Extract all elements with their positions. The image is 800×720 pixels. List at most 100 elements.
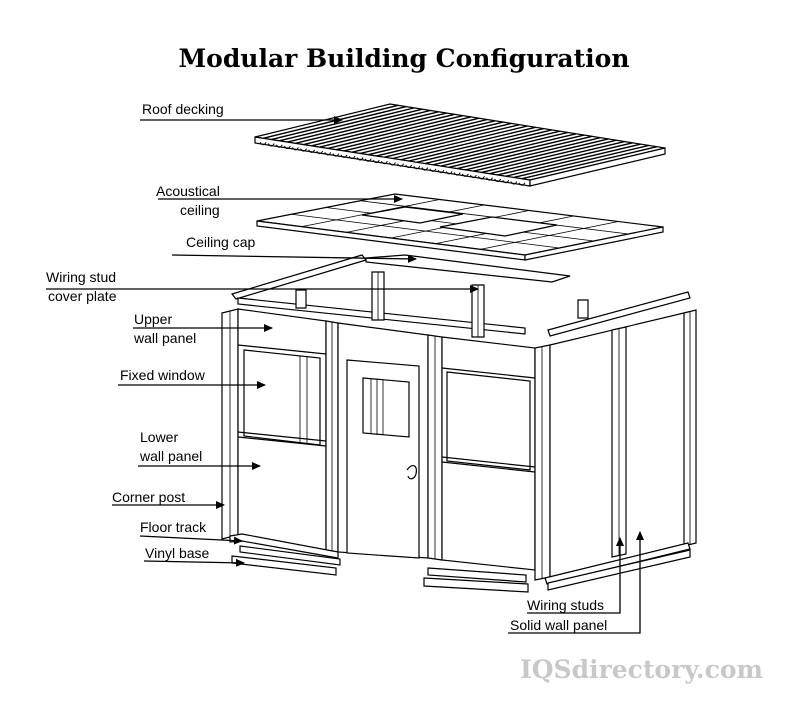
roof-rib-edge xyxy=(502,179,510,184)
front-post-left xyxy=(325,320,339,553)
roof-rib xyxy=(359,120,496,155)
roof-rib-edge xyxy=(292,147,299,151)
front-post-right xyxy=(427,334,443,561)
roof-rib xyxy=(295,109,431,145)
roof-rib xyxy=(448,134,585,169)
back-frame xyxy=(295,271,589,338)
corner-post xyxy=(221,308,239,540)
solid-wall-panel-pointer xyxy=(508,531,644,634)
vinyl-base xyxy=(231,549,691,593)
roof-rib xyxy=(432,131,569,166)
roof-rib xyxy=(424,130,561,165)
roof-rib xyxy=(416,129,552,163)
roof-rib-edge xyxy=(340,154,348,158)
roof-rib-edge xyxy=(380,160,388,165)
roof-rib xyxy=(497,142,633,176)
vinyl-base-pointer xyxy=(143,558,245,567)
roof-rib xyxy=(408,127,544,162)
roof-rib xyxy=(376,122,512,157)
ceiling-cap-pointer xyxy=(171,254,417,263)
floor-track xyxy=(229,533,691,585)
label-fixed-window: Fixed window xyxy=(120,367,206,383)
solid-wall-panel xyxy=(549,309,697,578)
roof-rib xyxy=(521,146,658,180)
roof-rib xyxy=(351,118,488,153)
roof-rib xyxy=(327,114,463,150)
labels: Roof decking Acoustical ceiling Ceiling … xyxy=(46,101,607,633)
roof-rib xyxy=(465,136,601,171)
roof-rib-edge xyxy=(397,163,405,167)
label-wiring-stud-cover-line1: Wiring stud xyxy=(46,269,116,285)
roof-rib xyxy=(368,121,504,156)
roof-rib-edge xyxy=(510,181,518,185)
diagram-title: Modular Building Configuration xyxy=(178,44,629,73)
roof-rib-edge xyxy=(332,153,340,157)
roof-rib xyxy=(440,133,577,167)
roof-rib xyxy=(279,107,415,142)
roof-rib xyxy=(513,144,649,179)
roof-rib-edge xyxy=(405,164,413,169)
roof-rib-edge xyxy=(421,167,429,171)
label-upper-wall-panel-line1: Upper xyxy=(134,311,172,327)
label-lower-wall-panel-line1: Lower xyxy=(140,429,178,445)
label-upper-wall-panel-line2: wall panel xyxy=(133,330,196,346)
right-corner-post xyxy=(534,344,551,581)
roof-rib-edge xyxy=(300,148,307,152)
roof-rib-edge xyxy=(275,144,283,148)
watermark: IQSdirectory.com xyxy=(520,655,763,684)
front-left-panel xyxy=(237,308,327,551)
roof-rib xyxy=(287,108,423,143)
leader-lines xyxy=(46,116,644,634)
roof-decking xyxy=(254,103,666,187)
door-panel xyxy=(337,322,429,559)
roof-rib xyxy=(400,126,536,161)
roof-rib xyxy=(311,112,447,147)
roof-rib-edge xyxy=(478,176,485,180)
roof-rib xyxy=(343,117,480,152)
roof-rib-edge xyxy=(356,157,364,161)
roof-rib xyxy=(392,125,528,160)
roof-rib-edge xyxy=(486,177,493,181)
label-ceiling-cap: Ceiling cap xyxy=(186,234,255,250)
label-acoustical-ceiling-line2: ceiling xyxy=(180,202,220,218)
roof-rib-edge xyxy=(372,159,380,163)
roof-rib-edge xyxy=(324,152,332,156)
roof-rib-edge xyxy=(259,141,267,146)
roof-rib-edge xyxy=(348,155,356,160)
floor-track-pointer xyxy=(139,535,243,545)
acoustical-ceiling xyxy=(256,193,664,261)
roof-rib xyxy=(481,139,617,174)
roof-rib xyxy=(505,143,641,177)
roof-rib-edge xyxy=(283,145,291,150)
roof-rib xyxy=(303,111,439,146)
roof-rib-edge xyxy=(453,172,461,176)
roof-rib xyxy=(489,140,625,175)
roof-rib-edge xyxy=(308,149,316,153)
roof-rib-edge xyxy=(437,169,445,174)
label-acoustical-ceiling-line1: Acoustical xyxy=(156,183,220,199)
roof-rib-edge xyxy=(364,158,372,162)
label-lower-wall-panel-line2: wall panel xyxy=(139,448,202,464)
label-vinyl-base: Vinyl base xyxy=(145,545,210,561)
label-corner-post: Corner post xyxy=(112,489,185,505)
roof-rib-edge xyxy=(518,182,526,186)
front-right-panel xyxy=(441,336,536,571)
label-wiring-studs: Wiring studs xyxy=(527,597,604,613)
roof-rib xyxy=(384,124,520,158)
roof-rib-edge xyxy=(469,174,477,179)
roof-rib-edge xyxy=(316,150,324,155)
label-roof-decking: Roof decking xyxy=(142,101,224,117)
roof-rib-edge xyxy=(389,162,396,166)
label-floor-track: Floor track xyxy=(140,519,207,535)
roof-rib-edge xyxy=(461,173,469,177)
roof-rib xyxy=(262,104,399,139)
roof-rib xyxy=(319,113,455,148)
roof-rib xyxy=(457,135,593,170)
wiring-studs-pointer xyxy=(527,537,624,614)
label-solid-wall-panel: Solid wall panel xyxy=(510,617,607,633)
roof-rib-edge xyxy=(429,168,437,172)
label-wiring-stud-cover-line2: cover plate xyxy=(48,288,117,304)
roof-rib-edge xyxy=(413,166,421,170)
